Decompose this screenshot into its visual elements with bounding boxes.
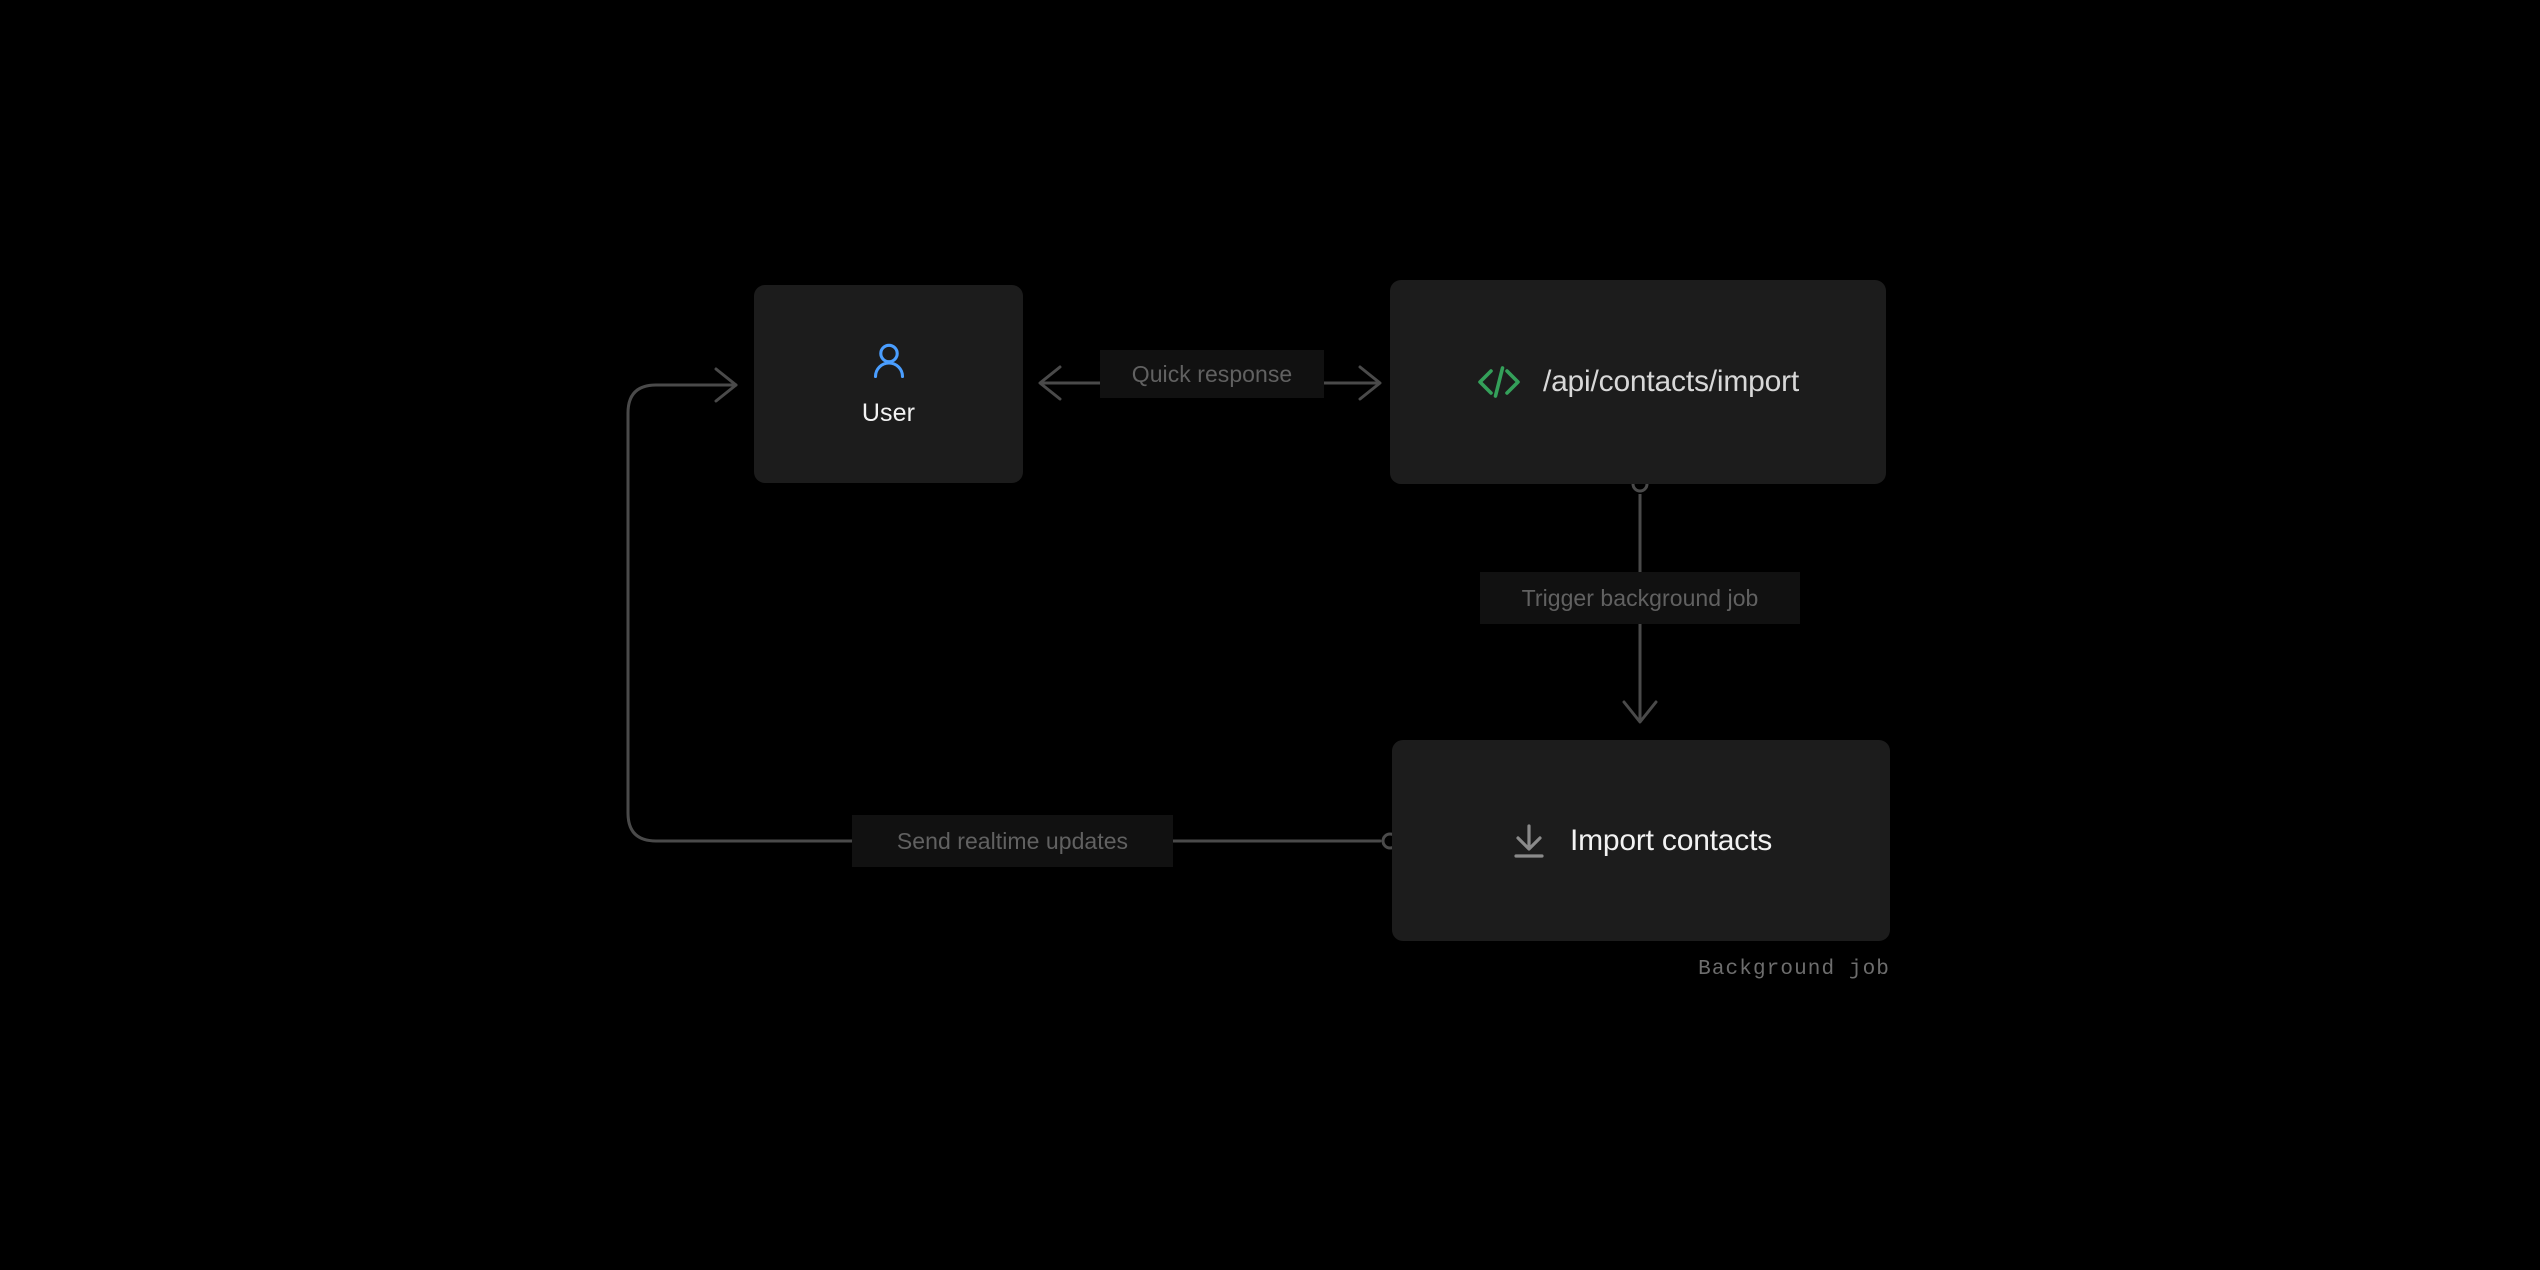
edge-label-send-realtime-updates: Send realtime updates (852, 815, 1173, 867)
code-brackets-icon (1477, 365, 1521, 399)
download-icon (1510, 822, 1548, 860)
node-user[interactable]: User (754, 285, 1023, 483)
edge-realtime-updates-arrowhead (714, 367, 738, 403)
node-import-contacts[interactable]: Import contacts (1392, 740, 1890, 941)
background-job-caption: Background job (1698, 958, 1890, 981)
edge-label-trigger-background-job: Trigger background job (1480, 572, 1800, 624)
edge-trigger-job-arrowhead (1622, 700, 1658, 724)
node-api[interactable]: /api/contacts/import (1390, 280, 1886, 484)
node-api-label: /api/contacts/import (1542, 365, 1800, 398)
edge-label-quick-response: Quick response (1100, 350, 1324, 398)
edge-quick-response-arrowhead-left (1038, 365, 1062, 401)
node-import-contacts-label: Import contacts (1569, 823, 1773, 857)
user-icon (868, 341, 910, 383)
edge-quick-response-arrowhead-right (1358, 365, 1382, 401)
node-user-label: User (861, 398, 916, 427)
